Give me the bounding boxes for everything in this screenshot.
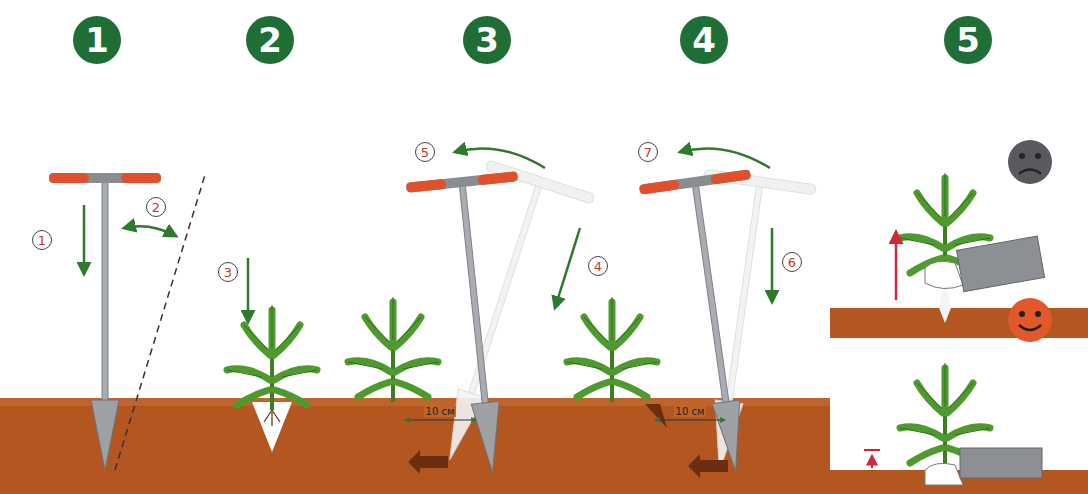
callout-circle: 4 xyxy=(588,256,608,276)
callout-number: 7 xyxy=(644,146,652,159)
step-circle: 3 xyxy=(463,16,511,64)
step-circle: 4 xyxy=(680,16,728,64)
callout-circle: 1 xyxy=(32,230,52,250)
step-number: 4 xyxy=(692,23,716,57)
callout-circle: 2 xyxy=(146,197,166,217)
callout-number: 5 xyxy=(421,146,429,159)
step-number: 2 xyxy=(258,23,282,57)
step-circle: 5 xyxy=(944,16,992,64)
dimension-label: 10 см xyxy=(424,406,457,417)
callout-number: 1 xyxy=(38,234,46,247)
step-circle: 2 xyxy=(246,16,294,64)
callout-circle: 3 xyxy=(218,262,238,282)
step-number: 5 xyxy=(956,23,980,57)
step-circle: 1 xyxy=(73,16,121,64)
dimension-label: 10 см xyxy=(674,406,707,417)
callout-number: 6 xyxy=(788,256,796,269)
callout-number: 2 xyxy=(152,201,160,214)
callout-number: 3 xyxy=(224,266,232,279)
step-number: 3 xyxy=(475,23,499,57)
callout-circle: 5 xyxy=(415,142,435,162)
step-number: 1 xyxy=(85,23,109,57)
callout-circle: 7 xyxy=(638,142,658,162)
callout-circle: 6 xyxy=(782,252,802,272)
callout-number: 4 xyxy=(594,260,602,273)
